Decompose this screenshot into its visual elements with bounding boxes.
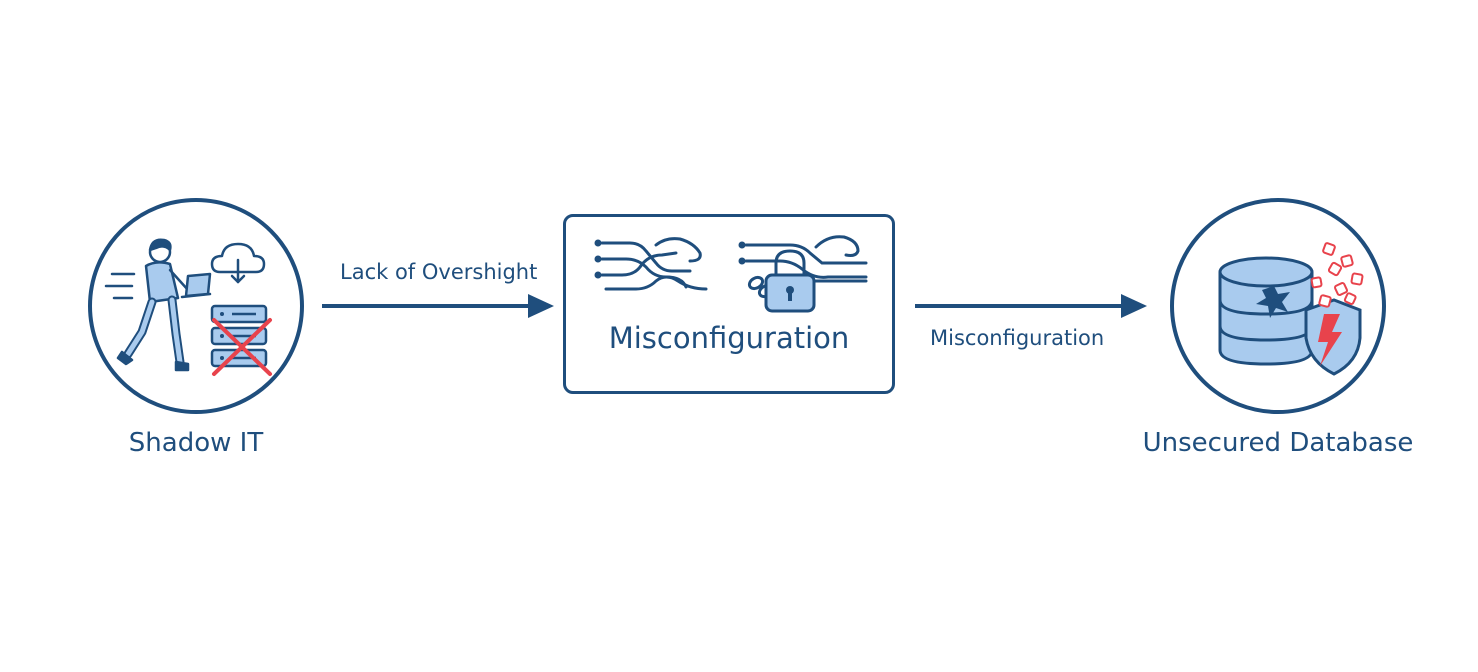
arrow-shadow-to-misconfig xyxy=(322,294,554,318)
shadow-it-illustration xyxy=(104,238,272,376)
shadow-it-node xyxy=(88,198,304,414)
unsecured-database-node xyxy=(1170,198,1386,414)
misconfiguration-label: Misconfiguration xyxy=(608,321,850,355)
server-stack-icon xyxy=(210,304,268,368)
person-with-laptop-icon xyxy=(116,238,212,372)
error-particles-icon xyxy=(1310,242,1364,308)
unsecured-database-label: Unsecured Database xyxy=(1142,428,1414,458)
misconfiguration-node: Misconfiguration xyxy=(563,214,895,394)
shield-broken-icon xyxy=(1304,298,1362,376)
database-icon xyxy=(1218,256,1314,366)
cloud-download-icon xyxy=(210,242,266,284)
unsecured-database-illustration xyxy=(1218,242,1364,376)
arrow-misconfig-to-database xyxy=(915,294,1147,318)
red-x-icon xyxy=(212,318,272,376)
shadow-it-label: Shadow IT xyxy=(128,428,264,458)
tangled-cables-icon xyxy=(594,237,708,291)
edge-label-lack-of-oversight: Lack of Overshight xyxy=(340,260,538,284)
edge-label-misconfiguration: Misconfiguration xyxy=(930,326,1105,350)
speed-lines-icon xyxy=(104,272,136,300)
crack-icon xyxy=(1256,286,1290,318)
misconfiguration-illustration xyxy=(594,235,868,313)
padlock-icon xyxy=(764,249,816,313)
